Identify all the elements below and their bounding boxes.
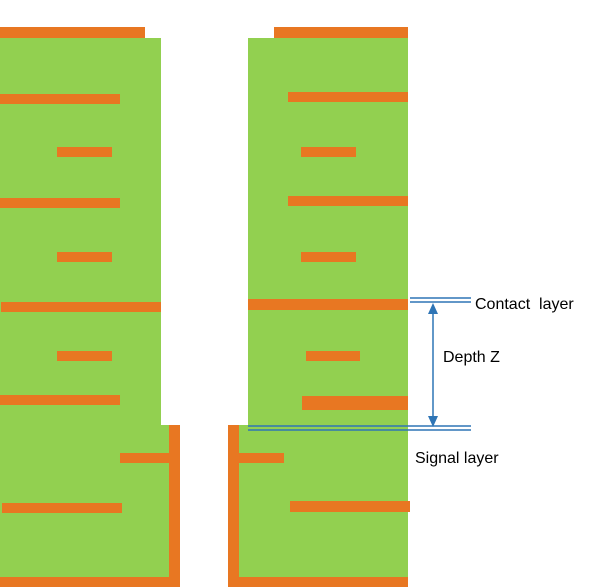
left-top-pad <box>0 27 145 38</box>
right-trace-2 <box>301 147 356 157</box>
left-trace-5 <box>57 351 112 361</box>
depth-label: Depth Z <box>443 349 500 366</box>
left-trace-6 <box>0 395 120 405</box>
right-bottom-plane <box>228 577 408 587</box>
left-trace-2 <box>57 147 112 157</box>
contact-layer-label: Contact layer <box>475 296 574 313</box>
right-signal-trace <box>290 501 410 512</box>
left-stack <box>0 27 180 587</box>
right-trace-4 <box>301 252 356 262</box>
left-signal-trace <box>2 503 122 513</box>
left-trace-4 <box>57 252 112 262</box>
depth-arrow-head-up <box>428 303 438 314</box>
left-signal-stub <box>120 453 170 463</box>
signal-layer-label: Signal layer <box>415 450 499 467</box>
depth-arrow-head-down <box>428 416 438 427</box>
depth-dimension <box>248 297 471 431</box>
right-contact-trace <box>248 299 408 310</box>
right-trace-5 <box>306 351 360 361</box>
right-trace-6 <box>302 396 408 410</box>
left-trace-3 <box>0 198 120 208</box>
left-bottom-plane <box>0 577 180 587</box>
left-via-vertical <box>169 425 180 587</box>
right-via-vertical <box>228 425 239 587</box>
right-signal-stub <box>238 453 284 463</box>
right-dielectric-upper <box>248 38 408 428</box>
right-top-pad <box>274 27 408 38</box>
right-trace-1 <box>288 92 408 102</box>
left-trace-1 <box>0 94 120 104</box>
right-stack <box>228 27 410 587</box>
right-trace-3 <box>288 196 408 206</box>
left-contact-trace <box>1 302 161 312</box>
